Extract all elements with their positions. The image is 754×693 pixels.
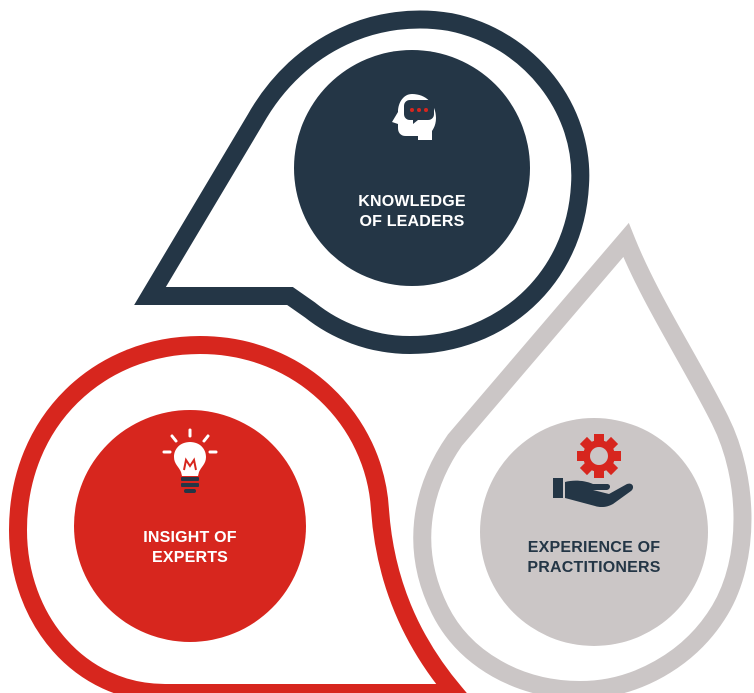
practitioners-drop-outline: [413, 222, 752, 693]
experts-label-line2: EXPERTS: [151, 549, 229, 566]
hand-gear-icon: [553, 434, 634, 508]
head-speech-bubble-icon: [392, 94, 436, 140]
leaders-label: KNOWLEDGE OF LEADERS: [312, 192, 512, 232]
leaders-label-line1: KNOWLEDGE: [358, 193, 466, 210]
practitioners-label-line1: EXPERIENCE OF: [527, 539, 661, 556]
practitioners-label-line2: PRACTITIONERS: [527, 559, 661, 576]
leaders-label-line2: OF LEADERS: [359, 213, 465, 230]
experts-circle: [74, 410, 306, 642]
lightbulb-icon: [162, 428, 218, 493]
leaders-circle: [294, 50, 530, 286]
experts-label: INSIGHT OF EXPERTS: [90, 528, 290, 568]
practitioners-circle: [480, 418, 708, 646]
practitioners-label: EXPERIENCE OF PRACTITIONERS: [494, 538, 694, 578]
leaders-drop-outline: [134, 10, 590, 355]
experts-drop-outline: [8, 335, 467, 693]
experts-label-line1: INSIGHT OF: [143, 529, 237, 546]
